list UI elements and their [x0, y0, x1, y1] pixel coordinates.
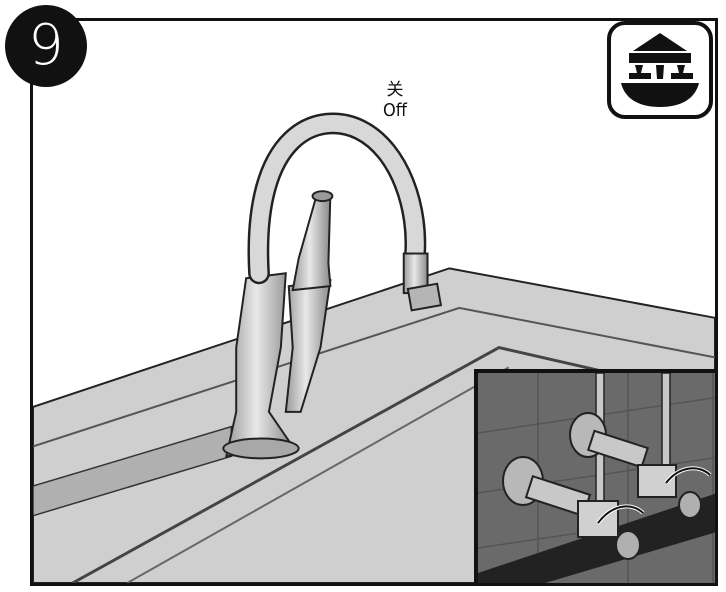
illustration-frame	[30, 18, 718, 586]
sink-faucet-icon	[607, 21, 713, 119]
off-label-english: Off	[383, 100, 407, 121]
sink-faucet-icon-graphic	[621, 33, 699, 107]
step-number-badge: 9	[5, 5, 87, 87]
off-label-chinese: 关	[386, 80, 404, 100]
shutoff-valves-illustration	[478, 373, 715, 583]
valve-detail-inset	[474, 369, 715, 583]
off-label: 关 Off	[383, 80, 407, 122]
